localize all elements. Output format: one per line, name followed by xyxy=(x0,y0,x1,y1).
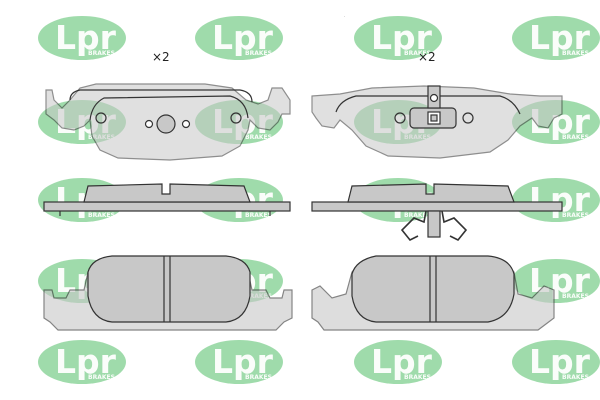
retaining-clip-icon xyxy=(400,210,468,242)
brand-logo xyxy=(512,178,600,222)
quantity-label-left: ×2 xyxy=(152,50,170,64)
right-pad-backplate-view xyxy=(311,85,563,159)
left-pad-friction-view xyxy=(43,255,293,331)
left-pad-side-view xyxy=(43,183,291,216)
brand-logo xyxy=(512,16,600,60)
brand-logo xyxy=(38,340,126,384)
brand-logo xyxy=(512,340,600,384)
left-pad-backplate-view xyxy=(45,83,291,161)
brand-logo xyxy=(195,16,283,60)
brand-logo xyxy=(195,340,283,384)
quantity-label-right: ×2 xyxy=(418,50,436,64)
brand-logo xyxy=(354,340,442,384)
right-pad-friction-view xyxy=(311,255,555,331)
brand-logo xyxy=(38,16,126,60)
bullet-mark: · xyxy=(344,14,345,19)
right-pad-side-view xyxy=(311,183,563,242)
